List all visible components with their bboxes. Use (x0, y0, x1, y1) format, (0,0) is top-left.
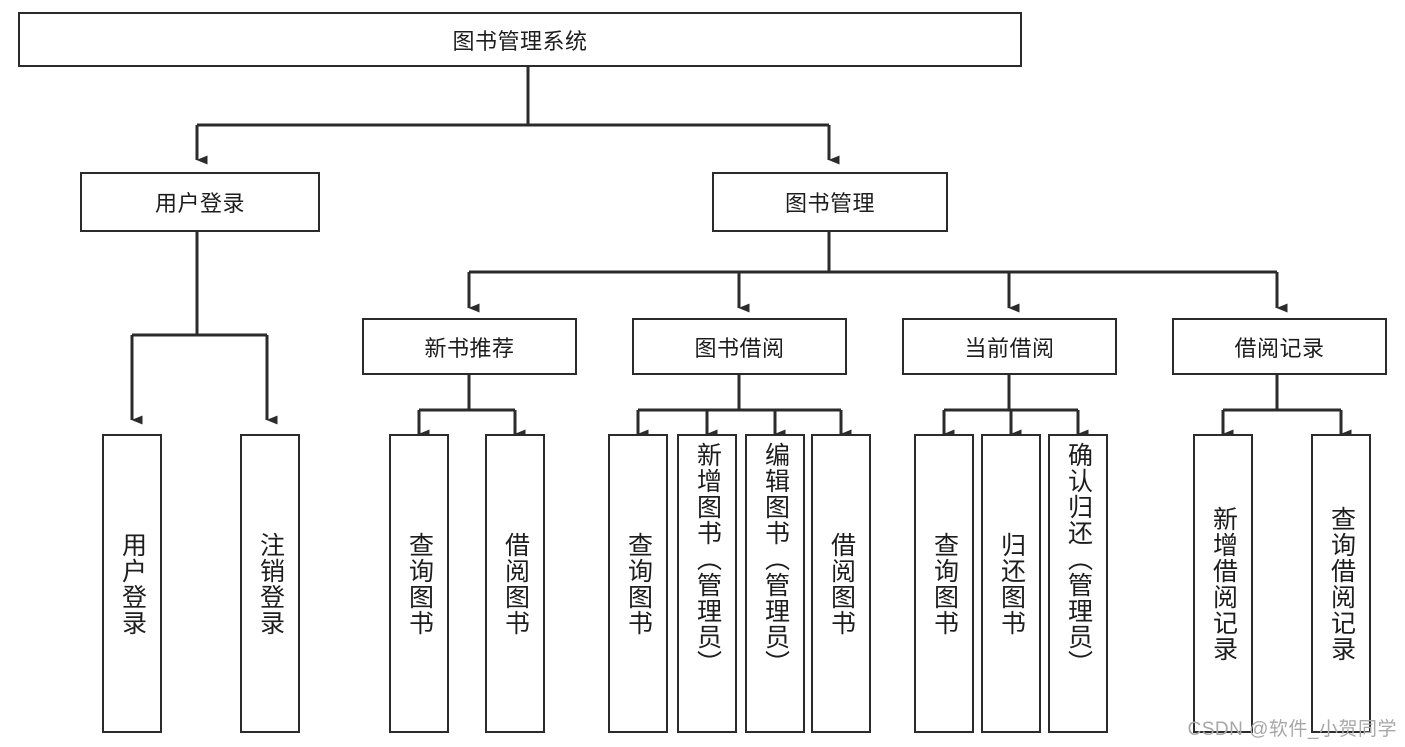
node-book-manage[interactable]: 图书管理 (712, 172, 948, 232)
node-user-login[interactable]: 用户登录 (80, 172, 320, 232)
node-leaf-return-book[interactable]: 归还图书 (981, 434, 1041, 733)
node-leaf-logout[interactable]: 注销登录 (240, 434, 300, 733)
node-leaf-query-book-b-label: 查询图书 (624, 531, 653, 636)
csdn-watermark: CSDN @软件_小贺同学 (1187, 719, 1397, 740)
node-user-login-label: 用户登录 (154, 191, 245, 216)
node-leaf-confirm-return-label: 确认归还（管理员） (1064, 442, 1093, 676)
node-leaf-query-record-label: 查询借阅记录 (1327, 505, 1356, 662)
node-leaf-confirm-return[interactable]: 确认归还（管理员） (1048, 434, 1108, 733)
node-leaf-user-login-label: 用户登录 (118, 531, 147, 636)
node-leaf-query-book-c[interactable]: 查询图书 (914, 434, 974, 733)
node-borrow-record-label: 借阅记录 (1234, 335, 1325, 361)
node-leaf-add-book[interactable]: 新增图书（管理员） (677, 434, 737, 733)
node-leaf-query-record[interactable]: 查询借阅记录 (1311, 434, 1371, 733)
node-leaf-borrow-book-b[interactable]: 借阅图书 (811, 434, 871, 733)
node-leaf-borrow-book-a[interactable]: 借阅图书 (485, 434, 545, 733)
node-book-manage-label: 图书管理 (784, 191, 875, 216)
node-root-label: 图书管理系统 (452, 28, 588, 54)
node-leaf-query-book-b[interactable]: 查询图书 (608, 434, 668, 733)
node-leaf-add-book-label: 新增图书（管理员） (693, 442, 722, 676)
node-leaf-borrow-book-b-label: 借阅图书 (827, 531, 856, 636)
node-current-borrow-label: 当前借阅 (964, 335, 1055, 361)
node-current-borrow[interactable]: 当前借阅 (902, 318, 1117, 375)
node-root[interactable]: 图书管理系统 (18, 12, 1022, 67)
node-new-book-recommend[interactable]: 新书推荐 (362, 318, 577, 375)
node-book-borrow[interactable]: 图书借阅 (632, 318, 847, 375)
node-leaf-return-book-label: 归还图书 (997, 531, 1026, 636)
node-borrow-record[interactable]: 借阅记录 (1172, 318, 1387, 375)
node-leaf-add-record-label: 新增借阅记录 (1209, 505, 1238, 662)
node-leaf-logout-label: 注销登录 (256, 531, 285, 636)
node-new-book-recommend-label: 新书推荐 (424, 335, 515, 361)
node-book-borrow-label: 图书借阅 (694, 335, 785, 361)
node-leaf-borrow-book-a-label: 借阅图书 (501, 531, 530, 636)
node-leaf-edit-book[interactable]: 编辑图书（管理员） (745, 434, 805, 733)
node-leaf-query-book-c-label: 查询图书 (930, 531, 959, 636)
node-leaf-query-book-a-label: 查询图书 (405, 531, 434, 636)
node-leaf-add-record[interactable]: 新增借阅记录 (1193, 434, 1253, 733)
node-leaf-user-login[interactable]: 用户登录 (102, 434, 162, 733)
node-leaf-query-book-a[interactable]: 查询图书 (389, 434, 449, 733)
node-leaf-edit-book-label: 编辑图书（管理员） (761, 442, 790, 676)
